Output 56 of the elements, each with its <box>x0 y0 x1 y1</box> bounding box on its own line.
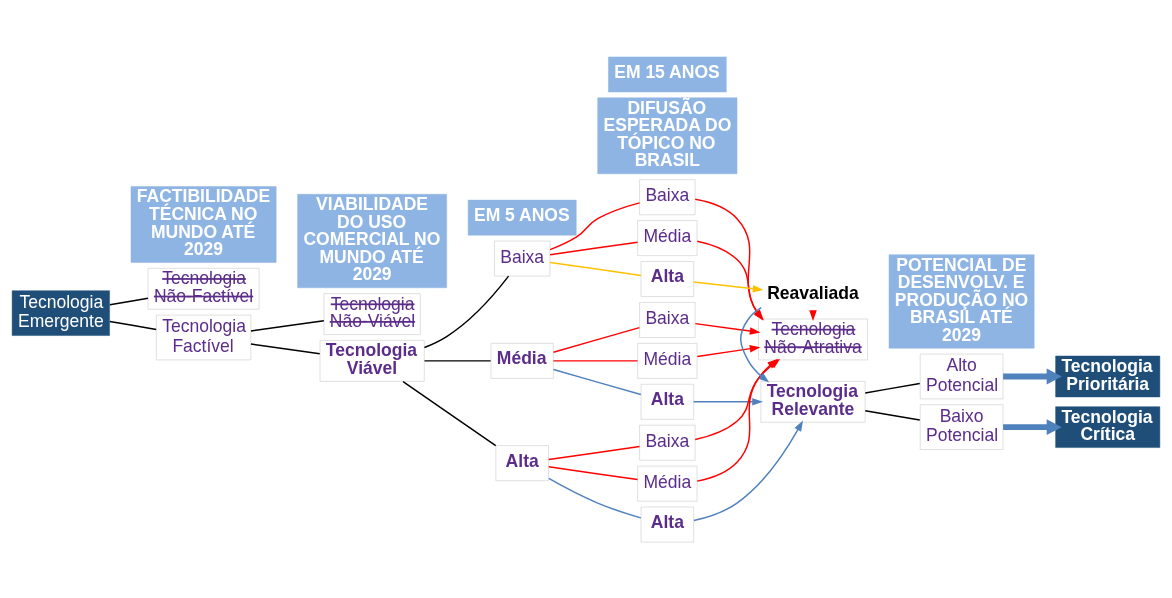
node-box: FACTIBILIDADE TÉCNICA NO MUNDO ATÉ 2029 <box>130 185 277 263</box>
connector <box>549 201 641 250</box>
node-box: Tecnologia Não-Atrativa <box>758 318 868 360</box>
node-box: Baixa <box>639 301 696 338</box>
node-box: EM 15 ANOS <box>608 56 727 92</box>
connector <box>250 319 325 332</box>
node-box: EM 5 ANOS <box>467 199 577 235</box>
arrow <box>693 419 803 521</box>
connector <box>548 445 641 460</box>
node-box: Tecnologia Não-Viável <box>323 292 421 335</box>
arrow <box>696 358 778 482</box>
node-box: Média <box>490 342 554 379</box>
node-box: Baixa <box>639 424 696 460</box>
connector <box>109 320 157 330</box>
node-box: Média <box>637 219 698 256</box>
arrow <box>1003 368 1062 384</box>
node-text: Reavaliada <box>767 282 859 303</box>
node-box: Tecnologia Emergente <box>11 290 110 336</box>
node-box: Tecnologia Viável <box>319 339 425 382</box>
arrow <box>696 344 761 357</box>
connector <box>250 342 321 354</box>
node-box: Baixa <box>494 240 551 276</box>
connector <box>552 359 639 362</box>
node-box: Tecnologia Crítica <box>1055 405 1161 448</box>
connector <box>552 368 642 395</box>
node-box: Alta <box>640 506 694 542</box>
connector <box>549 241 639 255</box>
node-box: Baixo Potencial <box>919 404 1004 450</box>
node-box: POTENCIAL DE DESENVOLV. E PRODUÇÃO NO BRASIL ATÉ 2029 <box>888 253 1035 348</box>
connector <box>549 261 642 276</box>
node-box: Tecnologia Relevante <box>760 380 866 422</box>
connector <box>402 380 497 446</box>
arrow <box>694 322 761 335</box>
node-box: Tecnologia Factível <box>156 314 252 360</box>
connector <box>423 274 510 348</box>
node-box: Alta <box>495 444 549 481</box>
arrow <box>1003 418 1062 435</box>
arrow <box>692 280 764 292</box>
connector <box>864 409 921 421</box>
node-box: Alto Potencial <box>919 353 1004 399</box>
connector <box>548 477 642 519</box>
node-box: Baixa <box>639 178 696 215</box>
node-box: Média <box>637 342 698 379</box>
node-box: Tecnologia Não-Factível <box>147 267 260 309</box>
node-box: Média <box>637 465 698 501</box>
connector <box>423 359 492 362</box>
node-box: Tecnologia Prioritária <box>1055 355 1161 397</box>
node-box: Alta <box>640 383 694 420</box>
connector <box>109 297 149 306</box>
node-box: DIFUSÃO ESPERADA DO TÓPICO NO BRASIL <box>597 97 738 174</box>
node-box: VIABILIDADE DO USO COMERCIAL NO MUNDO ATÉ 2029 <box>297 193 447 288</box>
arrow <box>692 397 763 406</box>
connector <box>548 465 639 480</box>
connector <box>552 326 641 353</box>
connector <box>864 382 921 394</box>
node-box: Alta <box>640 260 694 297</box>
